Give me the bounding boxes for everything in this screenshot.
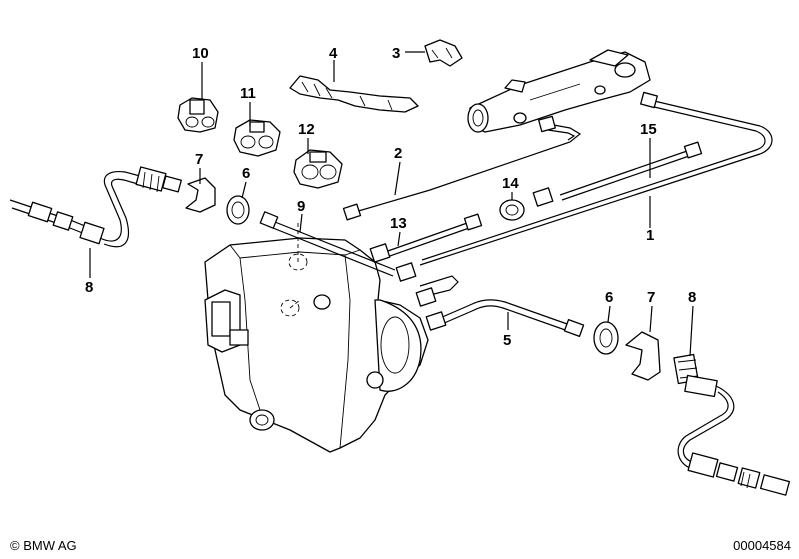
part-12-holder: [293, 149, 343, 189]
callout-10: 10: [192, 45, 209, 62]
brake-lines: [259, 91, 773, 338]
part-10-holder: [177, 97, 219, 133]
callout-4: 4: [329, 45, 338, 62]
callout-2: 2: [394, 145, 402, 162]
part-7-bracket-left: [185, 177, 216, 213]
callout-11: 11: [240, 85, 256, 102]
callout-6-left: 6: [242, 165, 250, 182]
copyright-text: © BMW AG: [10, 538, 77, 553]
callout-7-left: 7: [195, 151, 203, 168]
part-7-bracket-right: [625, 331, 661, 381]
leader-lines: [89, 51, 694, 357]
callout-12: 12: [298, 121, 315, 138]
callout-8-right: 8: [688, 289, 696, 306]
part-4-clip-strip: [289, 75, 419, 113]
document-number: 00004584: [733, 538, 791, 553]
part-6-grommet-right: [593, 321, 619, 355]
callout-numbers: 10 4 3 11 12 7 6 2 15 14 9 13 1 8 6 7 8 …: [85, 45, 696, 349]
callout-13: 13: [390, 215, 407, 232]
callout-6-right: 6: [605, 289, 613, 306]
master-cylinder: [467, 49, 651, 133]
callout-15: 15: [640, 121, 657, 138]
callout-3: 3: [392, 45, 400, 62]
callout-1: 1: [646, 227, 654, 244]
callout-5: 5: [503, 332, 511, 349]
callout-7-right: 7: [647, 289, 655, 306]
part-6-grommet-left: [226, 195, 250, 225]
callout-8-left: 8: [85, 279, 93, 296]
callout-14: 14: [502, 175, 519, 192]
abs-hydraulic-unit: [204, 220, 429, 453]
part-11-holder: [233, 119, 281, 157]
part-3-clip: [424, 39, 463, 67]
part-8-brake-hose-right: [673, 353, 791, 496]
callout-9: 9: [297, 198, 305, 215]
part-8-brake-hose-left: [9, 166, 182, 248]
